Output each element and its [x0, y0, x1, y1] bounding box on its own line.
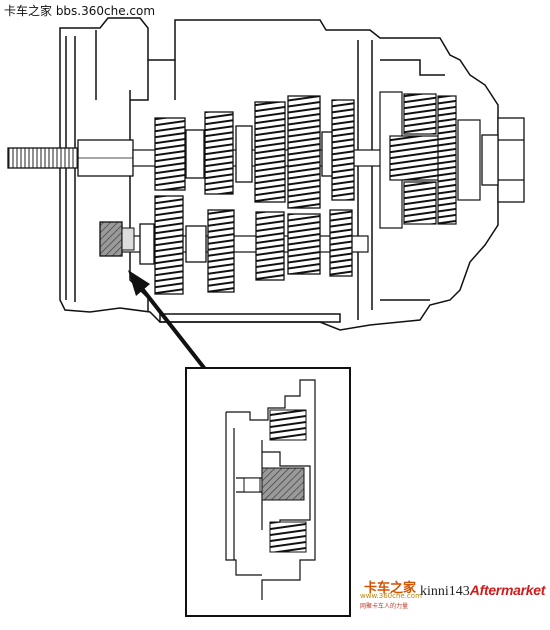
- lower-gear-1: [154, 195, 184, 295]
- brand-mark: kinni143Aftermarket: [420, 582, 545, 600]
- upper-collar-2: [235, 125, 253, 183]
- lower-collar-2: [185, 225, 207, 263]
- upper-collar-3: [321, 131, 333, 177]
- upper-gear-set: [154, 95, 355, 209]
- lower-gear-set: [139, 195, 353, 295]
- logo-url: www.360che.com: [360, 592, 422, 600]
- output-flange: [481, 117, 525, 203]
- logo-chinese-name: 卡车之家: [364, 581, 417, 596]
- lower-gear-3: [255, 211, 285, 281]
- lower-gear-2: [207, 209, 235, 293]
- inset-detail-box: [185, 367, 351, 617]
- transmission-housing: [59, 17, 499, 331]
- lower-gear-5: [329, 209, 353, 277]
- lower-collar-1: [139, 223, 155, 265]
- range-section: [379, 91, 481, 229]
- upper-gear-2: [204, 111, 234, 195]
- upper-gear-4: [287, 95, 321, 209]
- upper-gear-1: [154, 117, 186, 191]
- clutch-brake-component: [99, 221, 135, 257]
- upper-gear-5: [331, 99, 355, 201]
- input-shaft: [7, 139, 134, 177]
- lower-gear-4: [287, 213, 321, 275]
- site-watermark: 卡车之家 bbs.360che.com: [4, 4, 156, 18]
- upper-gear-3: [254, 101, 286, 203]
- brand-name: kinni143: [420, 584, 470, 599]
- logo-tagline: 网聚卡车人的力量: [360, 603, 409, 610]
- callout-arrow: [128, 270, 214, 380]
- brand-accent: Aftermarket: [469, 582, 546, 598]
- publisher-logo: 卡车之家 www.360che.com 网聚卡车人的力量 kinni143Aft…: [358, 577, 548, 615]
- upper-collar-1: [185, 129, 205, 179]
